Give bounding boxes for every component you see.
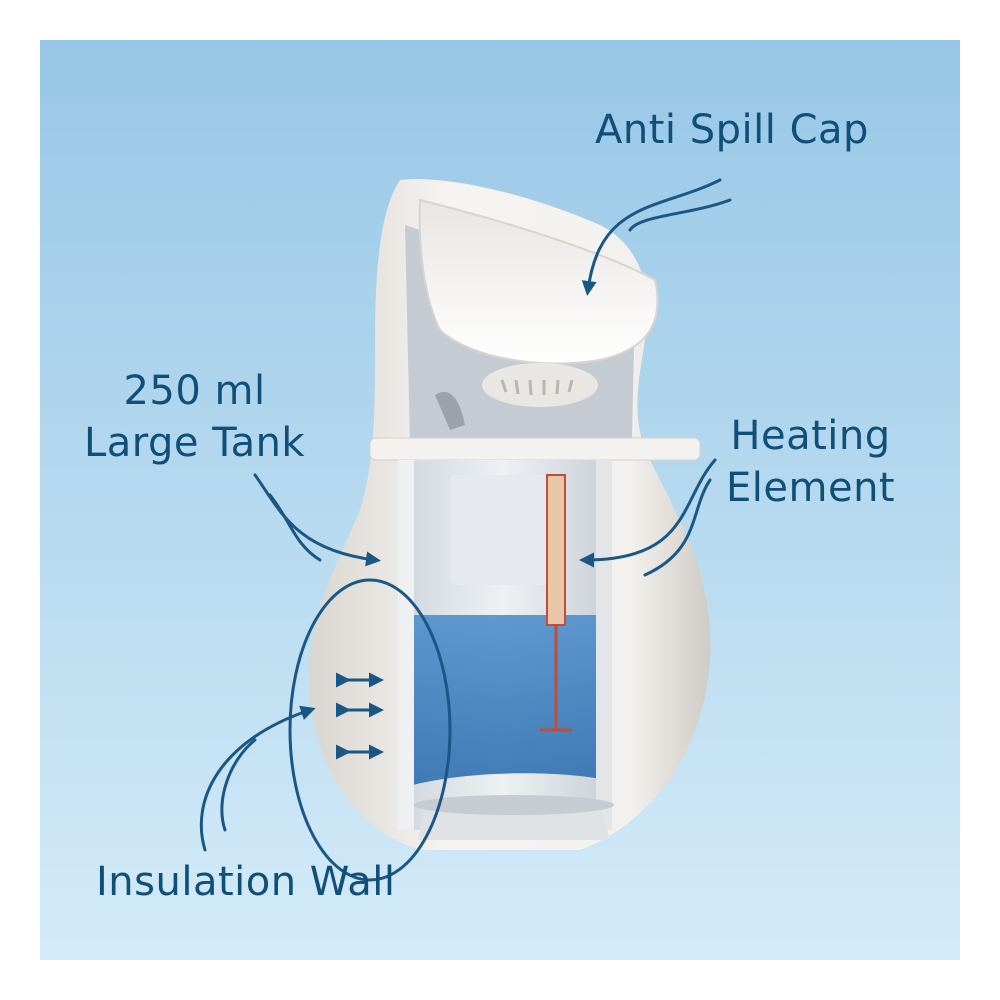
tank-callout-swoosh (268, 493, 322, 562)
heating-element (546, 474, 566, 626)
tank-right-wall (596, 460, 612, 830)
heating-callout-arrow (579, 458, 717, 568)
insulation-wall-label: Insulation Wall (96, 859, 396, 905)
anti-spill-cap-label: Anti Spill Cap (595, 107, 869, 153)
heating-element-label: Heating Element (726, 410, 895, 514)
product-image-frame: Anti Spill Cap 250 ml Large Tank Heating… (40, 40, 960, 960)
heating-label-line2: Element (726, 465, 896, 511)
funnel-vents (500, 379, 574, 396)
heating-callout-swoosh (643, 478, 712, 577)
funnel-base (482, 363, 598, 407)
wall-callout-swoosh (220, 738, 257, 832)
tank-callout-arrow (253, 473, 381, 567)
cap-callout-swoosh (628, 198, 732, 232)
tank-label-line2: Large Tank (84, 420, 306, 466)
tank-label-line1: 250 ml (123, 368, 266, 414)
insulation-callout-circle (288, 578, 452, 882)
cap-callout-arrow (581, 178, 722, 296)
vaporizer-cutaway-illustration (40, 40, 960, 960)
wall-callout-arrow (199, 705, 316, 852)
tank-inner-module (450, 475, 560, 585)
heating-label-line1: Heating (730, 413, 891, 459)
insulation-arrows (336, 672, 384, 760)
water (402, 615, 605, 788)
anti-spill-cap (418, 198, 659, 365)
base-rim (414, 795, 614, 815)
side-hook (435, 391, 465, 430)
large-tank-label: 250 ml Large Tank (84, 365, 305, 469)
tank-left-wall (398, 460, 414, 830)
mid-ring (369, 437, 701, 461)
